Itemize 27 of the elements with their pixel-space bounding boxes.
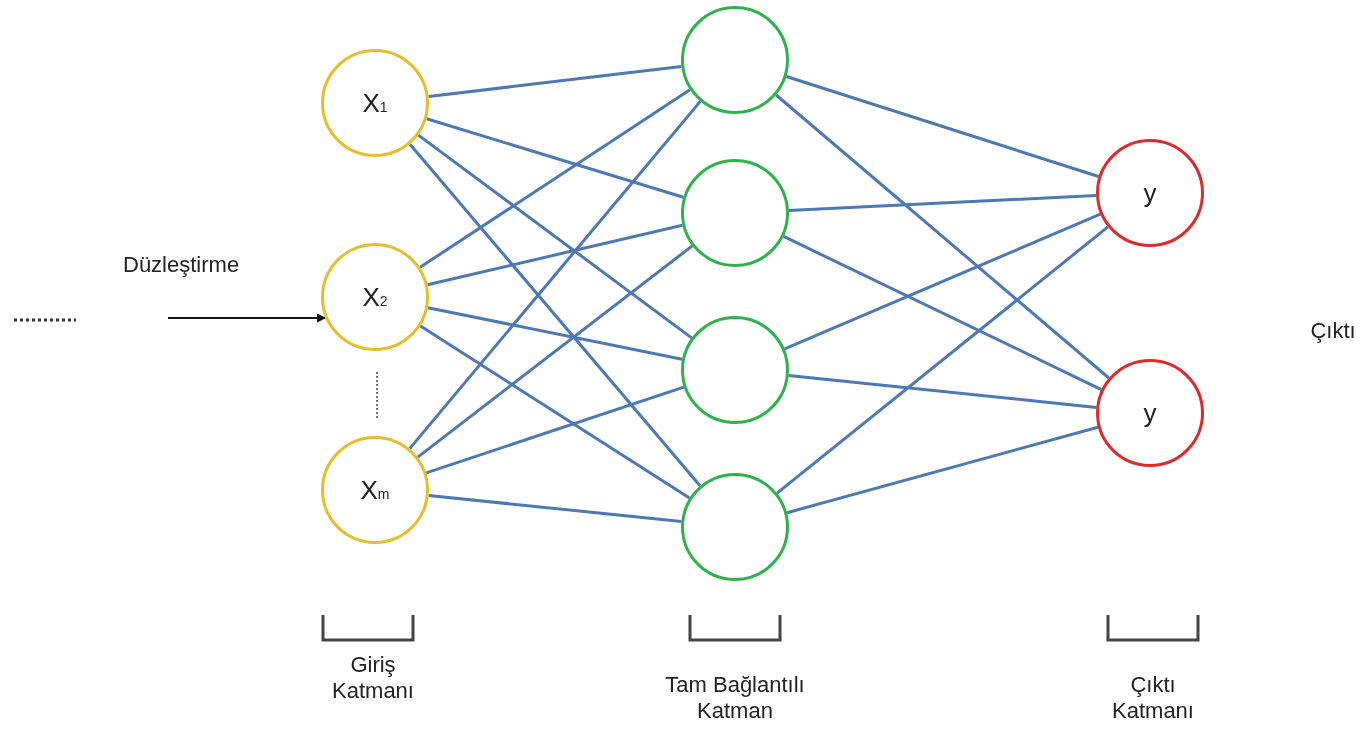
connection-line bbox=[419, 88, 691, 269]
layer-label: Giriş Katmanı bbox=[331, 652, 415, 705]
connection-line bbox=[408, 100, 702, 450]
connection-line bbox=[426, 117, 684, 199]
connection-line bbox=[786, 425, 1099, 515]
connection-line bbox=[788, 374, 1097, 409]
arrow bbox=[167, 313, 327, 323]
connection-line bbox=[783, 235, 1102, 391]
neuron-label: y bbox=[1143, 180, 1157, 206]
connection-line bbox=[428, 494, 682, 523]
connection-line bbox=[775, 93, 1110, 380]
connection-line bbox=[784, 212, 1101, 351]
connection-line bbox=[785, 75, 1100, 178]
connection-line bbox=[788, 194, 1097, 212]
connection-line bbox=[427, 306, 683, 361]
connection-line bbox=[776, 225, 1109, 495]
connection-line bbox=[428, 64, 682, 99]
connection-line bbox=[417, 133, 693, 340]
output-label: Çıktı bbox=[1309, 318, 1357, 345]
connection-line bbox=[408, 143, 702, 487]
connection-line bbox=[425, 385, 685, 475]
neuron-label: y bbox=[1143, 400, 1157, 426]
connection-line bbox=[416, 244, 694, 459]
layer-label: Tam Bağlantılı Katman bbox=[664, 672, 806, 725]
layer-label: Çıktı Katmanı bbox=[1111, 672, 1195, 725]
connection-line bbox=[427, 223, 683, 287]
connection-line bbox=[419, 324, 691, 500]
